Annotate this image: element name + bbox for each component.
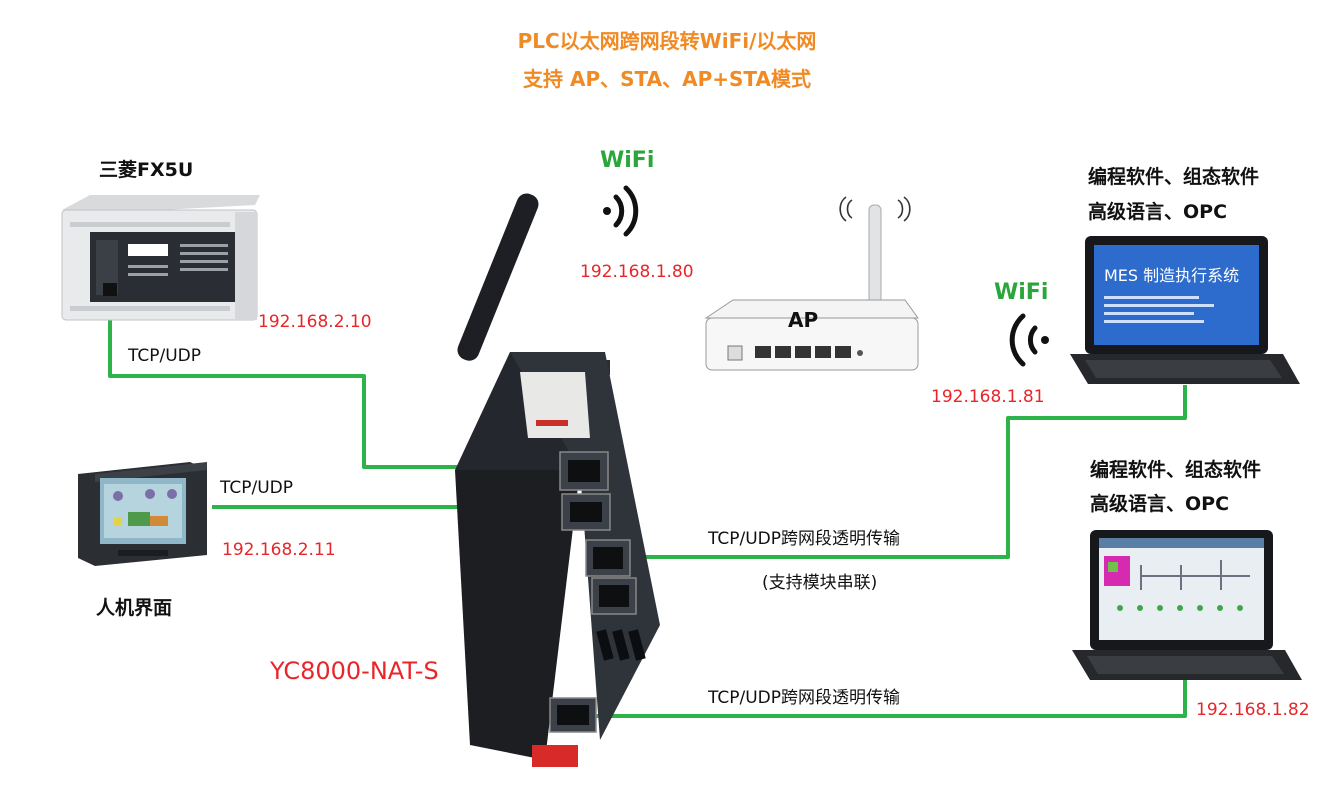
ethernet-port-3: [585, 539, 631, 577]
pc-top-screen-title: MES 制造执行系统: [1104, 266, 1240, 285]
gateway-device-image: [455, 193, 660, 767]
plc-device-image: [61, 195, 260, 321]
gateway-wifi-label: WiFi: [600, 148, 655, 173]
pc-bottom-software-line2: 高级语言、OPC: [1090, 493, 1230, 515]
pc-top-ip: 192.168.1.81: [931, 387, 1045, 407]
ethernet-port-5: [549, 697, 597, 733]
hmi-protocol: TCP/UDP: [220, 478, 294, 498]
pc-top-software-line2: 高级语言、OPC: [1088, 201, 1228, 223]
plc-ip: 192.168.2.10: [258, 312, 372, 332]
gateway-model: YC8000-NAT-S: [270, 657, 439, 685]
link-middle-label: TCP/UDP跨网段透明传输: [708, 529, 901, 549]
pc-top-wifi-label: WiFi: [994, 280, 1049, 305]
pc-bottom-software-line1: 编程软件、组态软件: [1090, 459, 1262, 481]
ap-label: AP: [788, 308, 819, 332]
wifi-signal-icon: [603, 185, 639, 237]
cable-plc-to-gateway: [108, 300, 568, 469]
ethernet-port-2: [561, 493, 611, 531]
page-title-line1: PLC以太网跨网段转WiFi/以太网: [517, 29, 817, 53]
laptop-top-image: [1070, 236, 1300, 384]
hmi-name: 人机界面: [96, 597, 173, 619]
page-title-line2: 支持 AP、STA、AP+STA模式: [523, 67, 811, 91]
plc-name: 三菱FX5U: [99, 159, 194, 181]
link-bottom-label: TCP/UDP跨网段透明传输: [708, 688, 901, 708]
gateway-ip: 192.168.1.80: [580, 262, 694, 282]
network-cables: [108, 300, 1187, 718]
ap-router-image: [704, 196, 919, 371]
cable-gateway-to-pc-bottom: [585, 680, 1187, 718]
laptop-bottom-image: [1072, 530, 1302, 680]
hmi-ip: 192.168.2.11: [222, 540, 336, 560]
ethernet-port-1: [559, 451, 609, 491]
plc-protocol: TCP/UDP: [128, 346, 202, 366]
link-middle-note: (支持模块串联): [762, 573, 878, 593]
cable-gateway-to-pc-top: [600, 385, 1187, 559]
wifi-signal-icon-pc: [1009, 313, 1049, 367]
ethernet-port-4: [591, 577, 637, 615]
pc-bottom-ip: 192.168.1.82: [1196, 700, 1310, 720]
pc-top-software-line1: 编程软件、组态软件: [1088, 166, 1260, 188]
hmi-device-image: [78, 462, 207, 566]
